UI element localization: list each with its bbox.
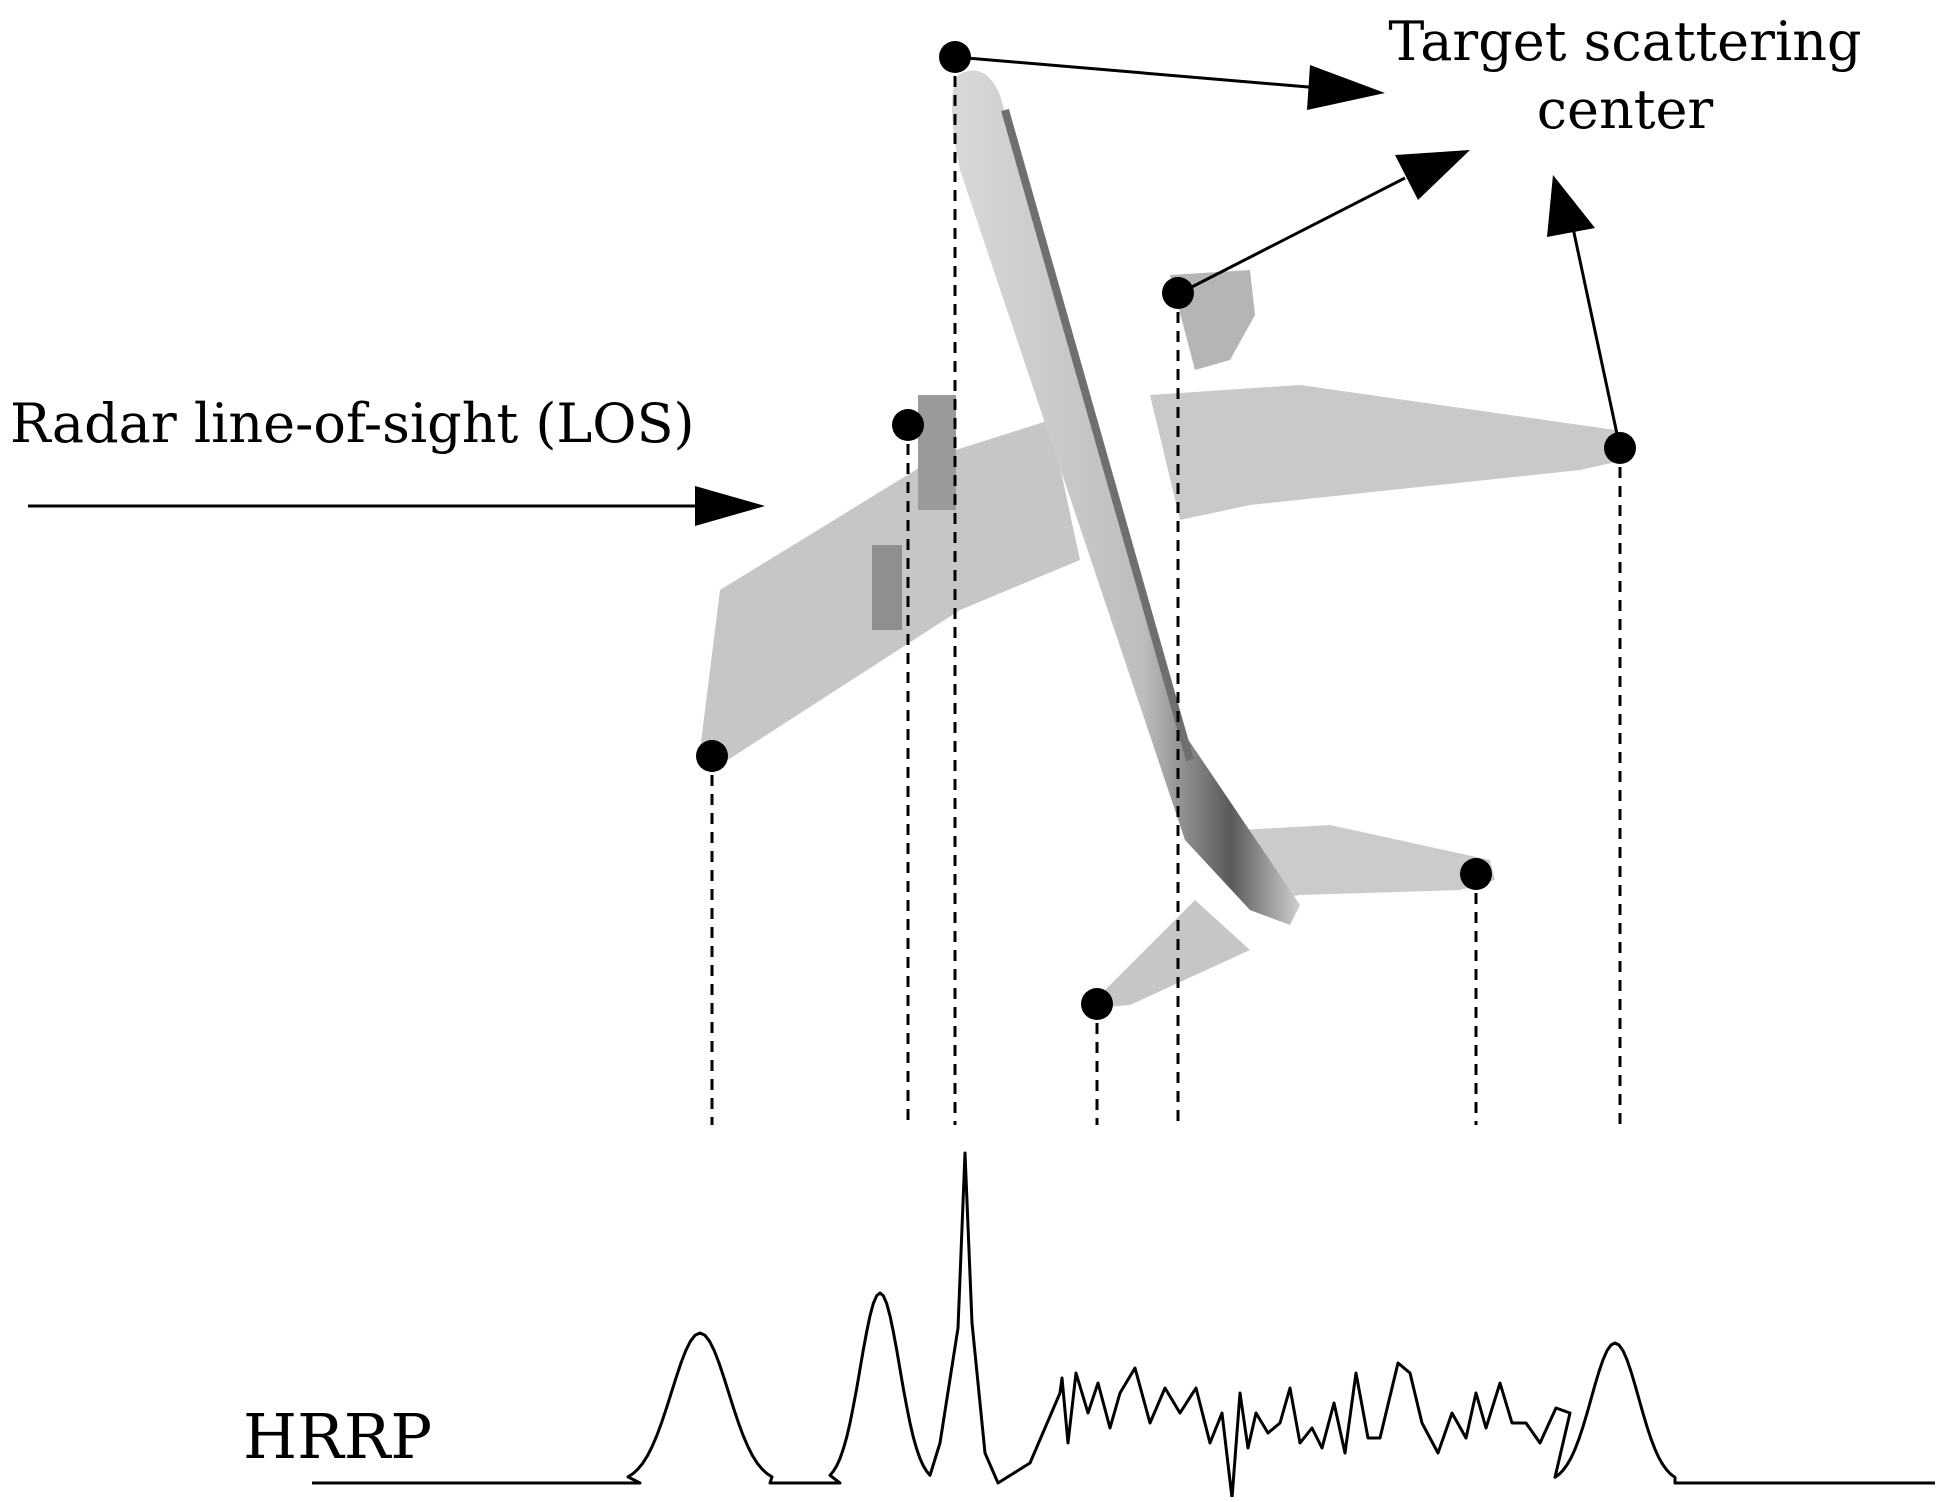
scattering-centers <box>696 41 1636 1020</box>
hrrp-signal-line <box>312 1151 1935 1500</box>
scattering-center-dot-left-stabilizer-tip <box>1081 988 1113 1020</box>
scattering-center-dot-right-stabilizer-tip <box>1460 858 1492 890</box>
radar-los-arrow <box>28 486 765 526</box>
scattering-center-dot-tail-fin-top <box>1162 277 1194 309</box>
target-scattering-center-label: Target scattering center <box>1355 8 1895 144</box>
target-label-arrows <box>954 55 1622 449</box>
target-label-line1: Target scattering <box>1388 10 1862 73</box>
hrrp-label: HRRP <box>243 1400 433 1473</box>
radar-los-label: Radar line-of-sight (LOS) <box>10 392 695 455</box>
scattering-center-dot-left-engine <box>892 409 924 441</box>
target-label-line2: center <box>1536 78 1714 141</box>
scattering-center-dot-right-wingtip <box>1604 432 1636 464</box>
scattering-center-dot-left-wingtip <box>696 740 728 772</box>
projection-lines <box>710 57 1622 1125</box>
hrrp-waveform <box>312 1151 1935 1500</box>
scattering-center-dot-nose <box>939 41 971 73</box>
